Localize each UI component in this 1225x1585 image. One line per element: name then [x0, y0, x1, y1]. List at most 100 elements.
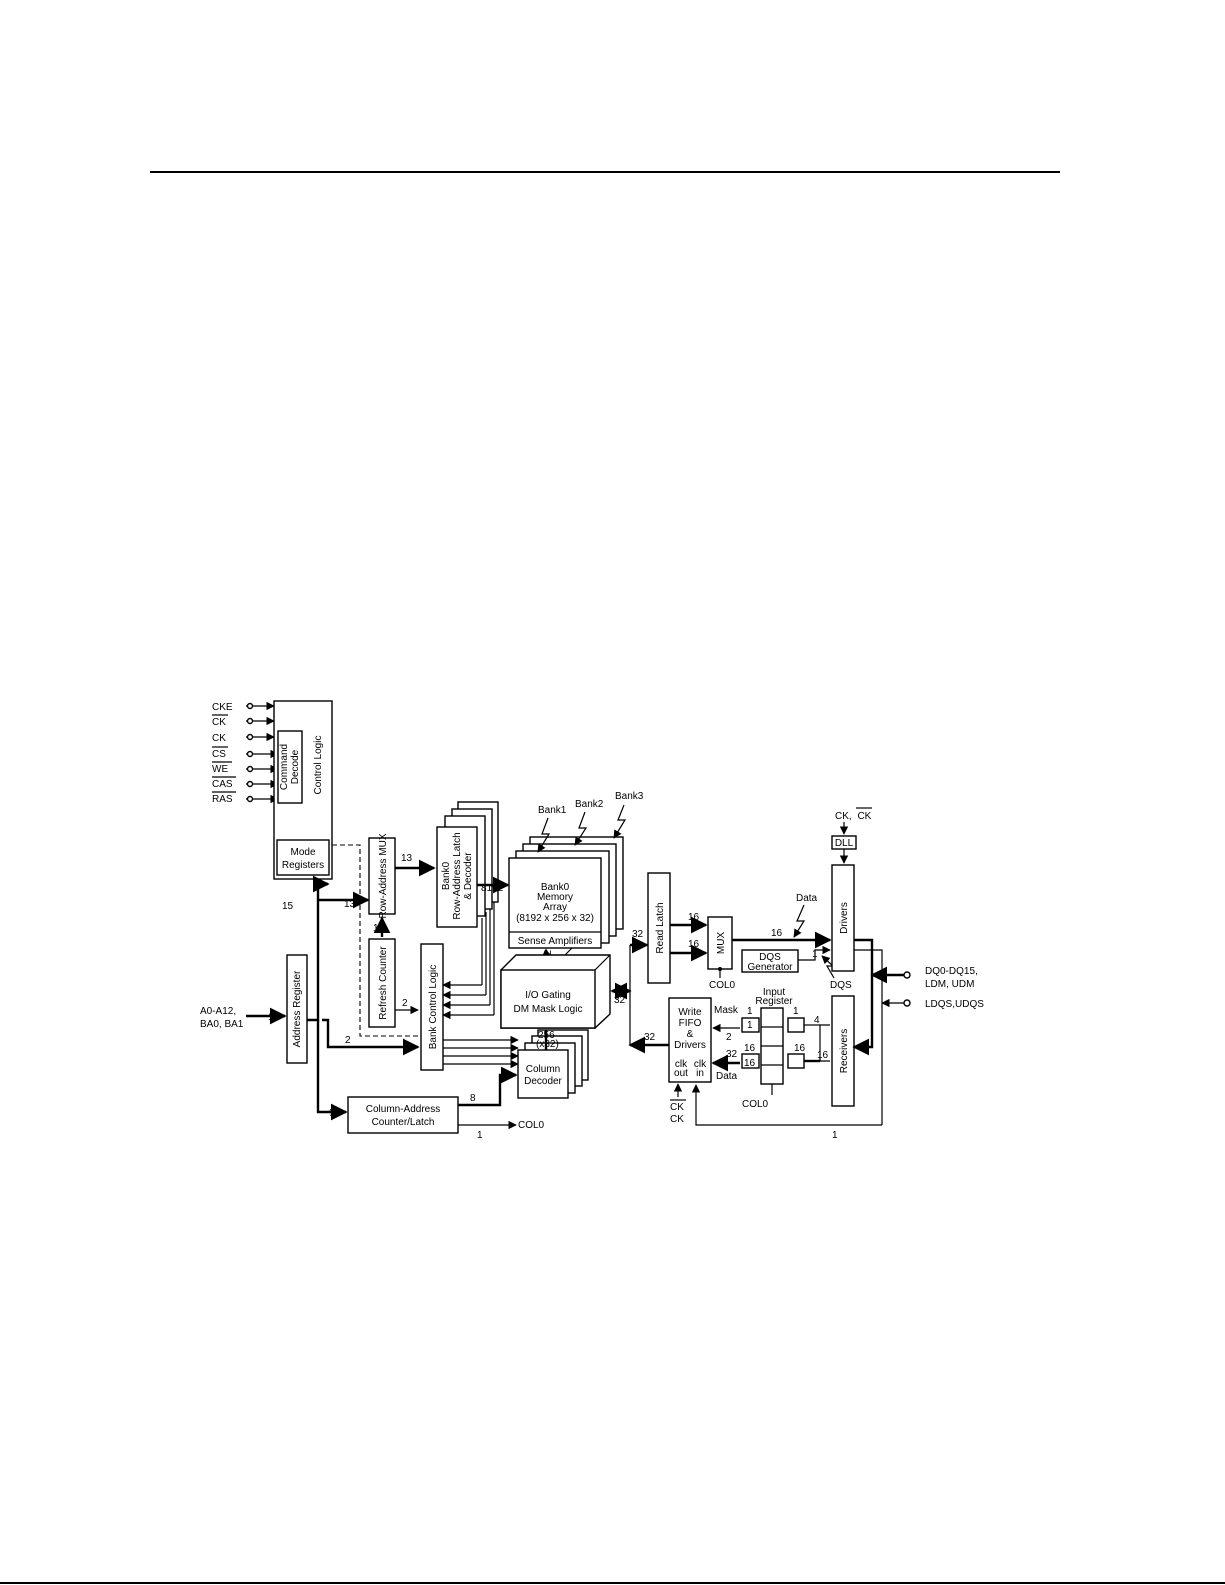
bank3-label: Bank3	[615, 791, 644, 802]
width-9: 9	[329, 1108, 335, 1119]
width-8192: 8192	[481, 883, 504, 894]
bank3-pointer	[613, 804, 627, 839]
width-13-addr: 13	[344, 899, 356, 910]
width-1-c: 1	[793, 1006, 799, 1017]
dqs-generator-label-2: Generator	[747, 962, 793, 973]
write-fifo-label-2: FIFO	[679, 1018, 702, 1029]
io-gating-label-2: DM Mask Logic	[514, 1004, 583, 1015]
width-1-bottom: 1	[832, 1130, 838, 1141]
array-label-3: Array	[543, 902, 567, 913]
width-16-e: 16	[744, 1058, 756, 1069]
address-input: A0-A12, BA0, BA1 15 Address Register 15	[200, 901, 308, 1064]
bank2-label: Bank2	[575, 799, 604, 810]
dqs-loop-wire	[854, 949, 883, 1125]
write-fifo-label-4: Drivers	[674, 1040, 706, 1051]
write-path: Write FIFO & Drivers clk out clk in 32 C…	[628, 987, 830, 1125]
ck-pair-bar: CK	[857, 811, 871, 822]
input-register-label-2: Register	[755, 996, 793, 1007]
width-2-mask: 2	[726, 1032, 732, 1043]
bank-control-section: Bank Control Logic	[420, 900, 519, 1071]
ck-bottom-label: CK	[670, 1102, 684, 1113]
dq-pin-node	[903, 971, 911, 979]
col0-counter-label: COL0	[518, 1120, 545, 1131]
mode-registers-label-1: Mode	[290, 847, 315, 858]
dqs-generator-box	[741, 949, 799, 973]
ldqs-label: LDQS,UDQS	[925, 999, 984, 1010]
row-latch-label-3: & Decoder	[463, 852, 474, 900]
pin-label-cke: CKE	[212, 702, 233, 713]
width-16-d: 16	[744, 1043, 756, 1054]
recv-mask-cell	[787, 1017, 805, 1033]
row-latch-bank0	[436, 826, 478, 928]
width-16-f: 16	[794, 1043, 806, 1054]
mux-box	[707, 916, 733, 970]
col0-input-label: COL0	[742, 1099, 769, 1110]
width-32-read: 32	[632, 929, 644, 940]
ck-pair-label: CK, CK	[835, 811, 872, 822]
clk-in-label-2: in	[696, 1068, 704, 1079]
io-gating-box	[500, 969, 596, 1029]
command-decode-label-1: Command	[279, 744, 290, 790]
width-32-write: 32	[644, 1032, 656, 1043]
dq-label-2: LDM, UDM	[925, 979, 974, 990]
command-decode-label-2: Decode	[290, 749, 301, 784]
row-mux-box	[368, 837, 396, 915]
read-latch-box	[647, 872, 671, 984]
array-label-2: Memory	[537, 892, 573, 903]
dqs-pointer	[821, 955, 835, 979]
column-counter-label-1: Column-Address	[366, 1104, 440, 1115]
bank1-pointer	[537, 817, 551, 853]
dq-label-1: DQ0-DQ15,	[925, 966, 978, 977]
address-pins-label-1: A0-A12,	[200, 1006, 236, 1017]
clk-out-label-2: out	[674, 1068, 688, 1079]
command-decode-box	[277, 730, 303, 804]
refresh-counter-box	[368, 938, 396, 1028]
column-counter-block: Column-Address Counter/Latch 8 COL0 1	[347, 1066, 545, 1141]
bank1-label: Bank1	[538, 805, 567, 816]
control-input-pins: CKE CK CK CS WE CAS RAS	[212, 701, 279, 805]
clk-in-label-1: clk	[694, 1059, 707, 1070]
write-fifo-label-1: Write	[678, 1007, 702, 1018]
input-mask-cell-1	[741, 1017, 760, 1033]
pin-label-cas: CAS	[212, 779, 233, 790]
ck-pair-prefix: CK,	[835, 811, 852, 822]
width-32-io: 32	[614, 995, 626, 1006]
bus-to-column-counter	[316, 1020, 348, 1121]
dq-loop-bus	[852, 938, 874, 1056]
drivers-box	[831, 864, 855, 972]
bus-to-mode-registers	[307, 875, 330, 1022]
mask-label: Mask	[714, 1005, 739, 1016]
ck-bottom-bar-label: CK	[670, 1114, 684, 1125]
width-2-bank: 2	[345, 1035, 351, 1046]
write-fifo-label-3: &	[687, 1029, 694, 1040]
width-15-label: 15	[282, 901, 294, 912]
width-1-b: 1	[747, 1006, 753, 1017]
pin-label-cs: CS	[212, 749, 226, 760]
recv-data-cell	[787, 1053, 805, 1069]
io-gating-label-1: I/O Gating	[525, 990, 571, 1001]
row-latch-label-2: Row-Address Latch	[452, 832, 463, 919]
column-counter-label-2: Counter/Latch	[372, 1117, 435, 1128]
bank2-pointer	[574, 811, 588, 846]
dqs-to-drivers	[798, 945, 831, 961]
width-1-col: 1	[477, 1130, 483, 1141]
column-decoder-label-2: Decoder	[524, 1076, 562, 1087]
mode-registers-label-2: Registers	[282, 860, 324, 871]
width-x32: (x32)	[536, 1039, 559, 1050]
row-address-section: Row-Address MUX Refresh Counter 13 2 13	[368, 833, 436, 1028]
mux-label: MUX	[716, 932, 727, 955]
width-16-g: 16	[817, 1050, 829, 1061]
width-256: 256	[538, 1030, 555, 1041]
drivers-label: Drivers	[839, 902, 850, 934]
pin-node	[246, 765, 254, 773]
dqs-generator-label-1: DQS	[759, 952, 781, 963]
width-16-a: 16	[688, 912, 700, 923]
ldqs-pin-node	[903, 999, 911, 1007]
counter-to-decoder-bus	[458, 1066, 518, 1107]
mux-select-node	[718, 967, 722, 971]
pin-label-ras: RAS	[212, 794, 233, 805]
clk-out-label-1: clk	[675, 1059, 688, 1070]
pin-label-ck: CK	[212, 733, 226, 744]
bank-control-label: Bank Control Logic	[428, 965, 439, 1050]
